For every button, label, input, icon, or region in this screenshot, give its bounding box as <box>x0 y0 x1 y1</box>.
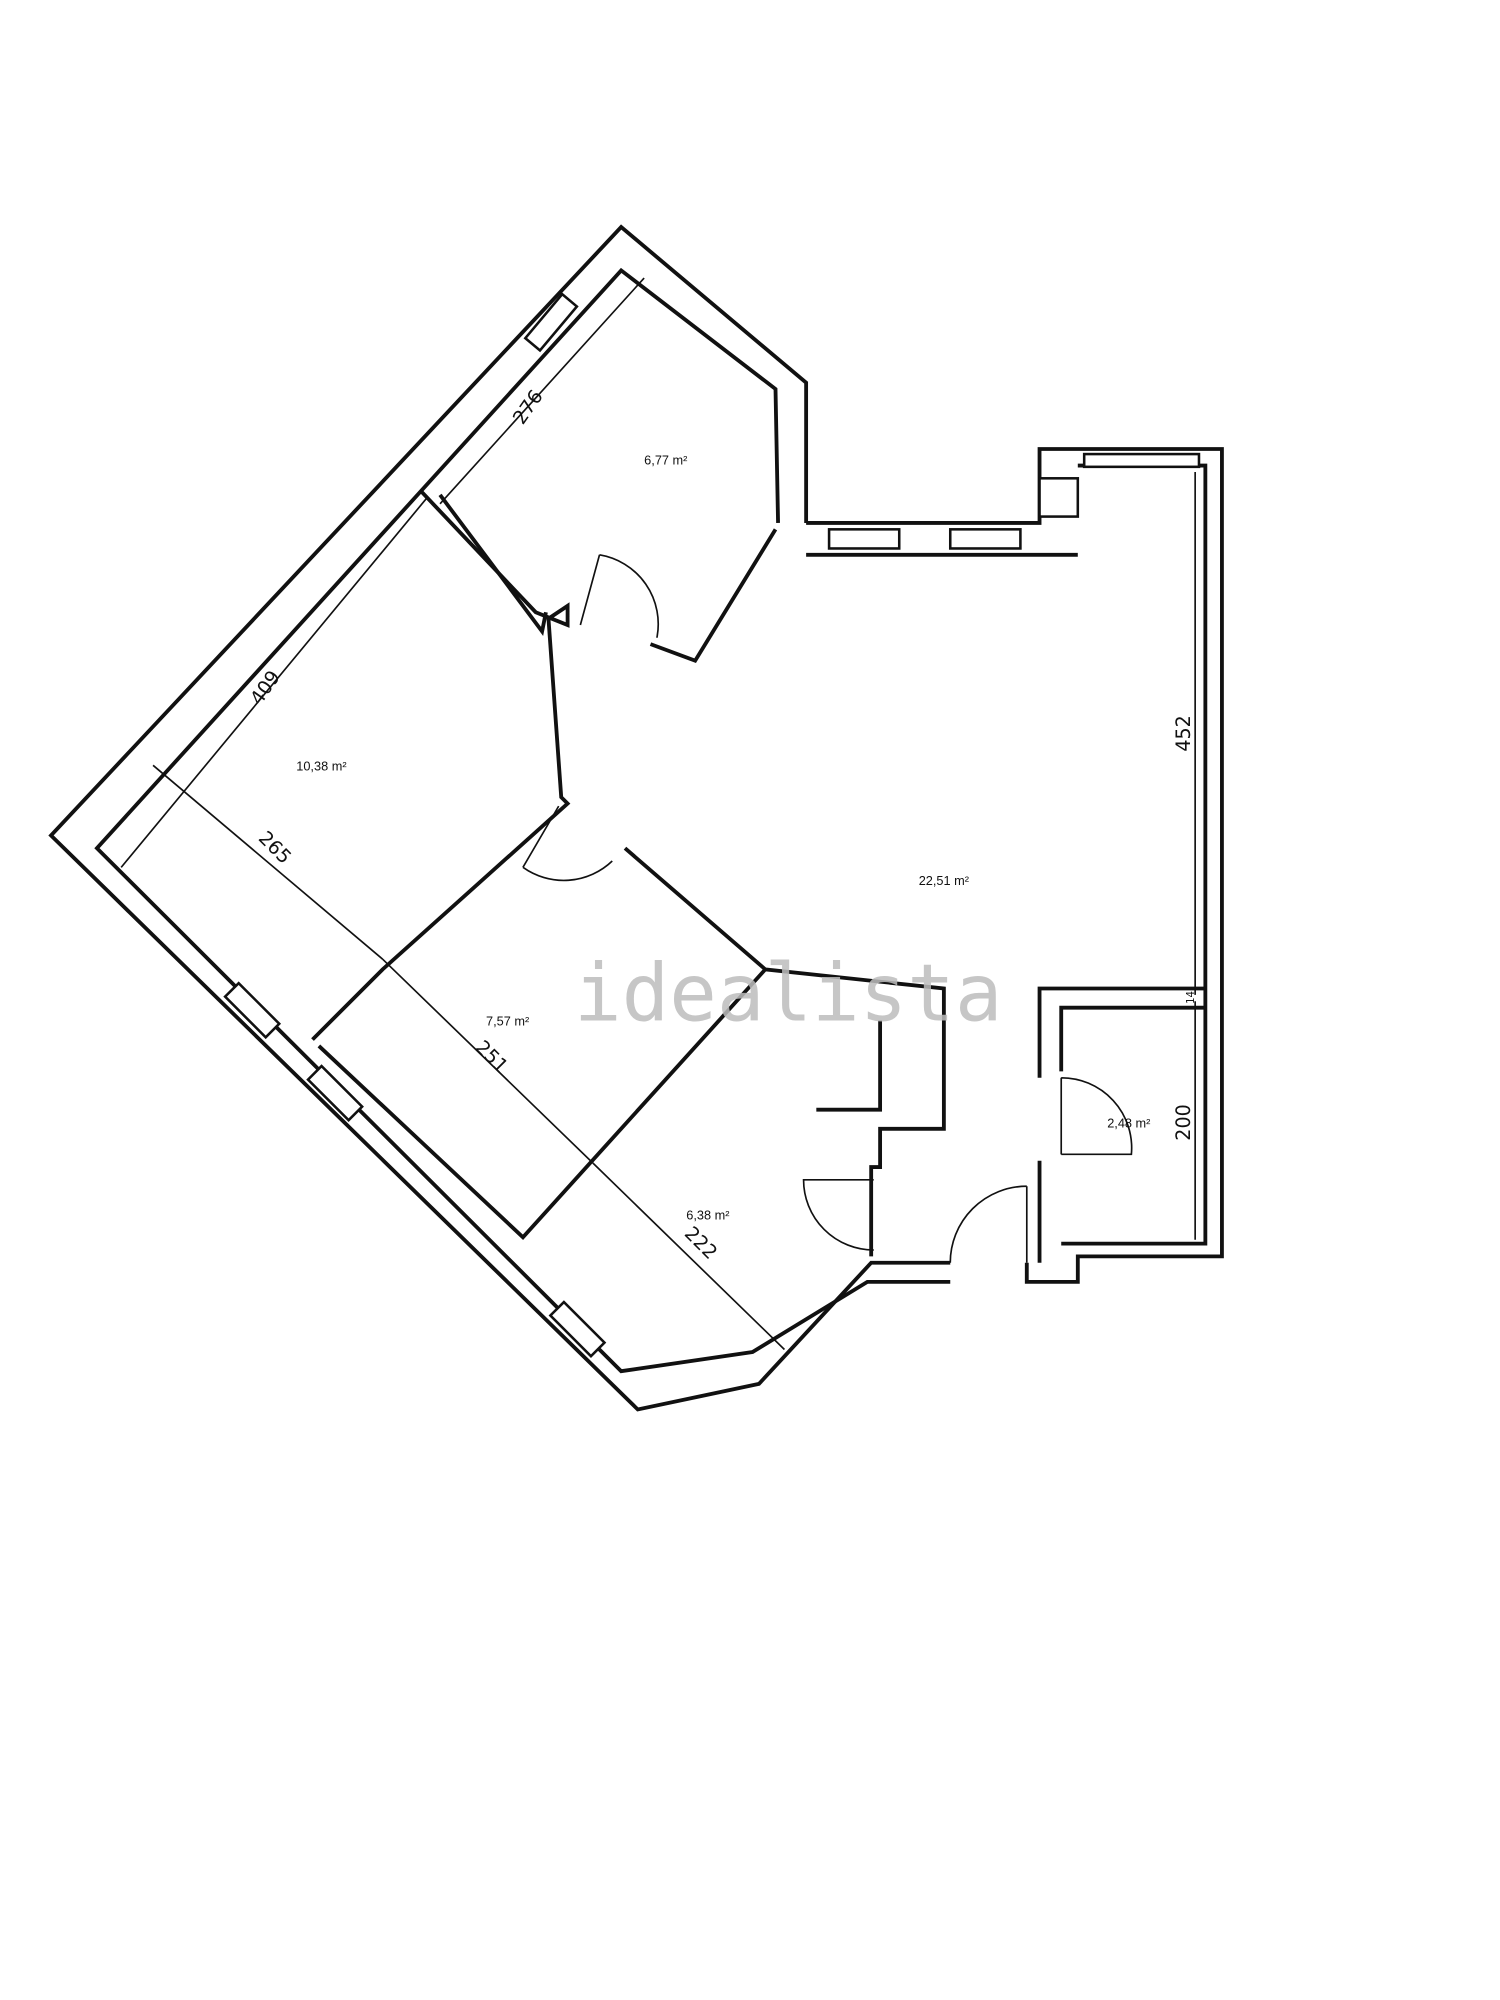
window <box>523 292 579 353</box>
door <box>949 1185 1028 1263</box>
room-area-label: 6,38 m² <box>686 1207 729 1222</box>
dimension-label: 222 <box>680 1222 722 1264</box>
room-area-label: 10,38 m² <box>296 758 346 773</box>
dimension-line <box>382 958 594 1164</box>
interior-wall <box>317 968 767 1240</box>
room-area-label: 22,51 m² <box>919 873 969 888</box>
door <box>522 805 613 882</box>
interior-wall <box>649 528 778 664</box>
room-area-label: 7,57 m² <box>486 1014 529 1029</box>
dimension-label: 452 <box>1172 715 1195 752</box>
outer-wall <box>48 224 951 1412</box>
dimension-label: 251 <box>471 1036 513 1078</box>
outer-wall <box>806 447 1224 1284</box>
closet-wall <box>816 1020 883 1112</box>
room-area-label: 2,48 m² <box>1107 1116 1150 1131</box>
room-area-label: 6,77 m² <box>644 452 687 467</box>
dimension-line <box>120 496 428 868</box>
dimension-label: 409 <box>245 666 285 709</box>
bathroom-wall <box>1037 986 1206 1078</box>
dimension-line <box>439 277 645 505</box>
window <box>1082 452 1201 469</box>
interior-wall <box>311 489 571 1041</box>
dimension-label: 265 <box>254 826 296 868</box>
bathroom-wall <box>1059 1005 1206 1072</box>
dimension-line <box>592 1162 786 1351</box>
window <box>948 528 1022 550</box>
window <box>1038 477 1080 518</box>
window <box>223 981 282 1040</box>
dimension-label: 200 <box>1172 1104 1195 1141</box>
window <box>827 528 901 550</box>
dimension-line <box>152 764 384 960</box>
outer-wall-inner <box>94 267 951 1374</box>
dimension-label: 14 <box>1186 991 1197 1004</box>
window <box>306 1064 364 1122</box>
interior-wall <box>623 846 946 1257</box>
door <box>802 1179 874 1251</box>
door <box>579 554 660 638</box>
interior-wall <box>438 493 548 636</box>
window <box>548 1300 607 1358</box>
watermark: idealista <box>574 947 1002 1039</box>
door <box>1060 1076 1133 1156</box>
